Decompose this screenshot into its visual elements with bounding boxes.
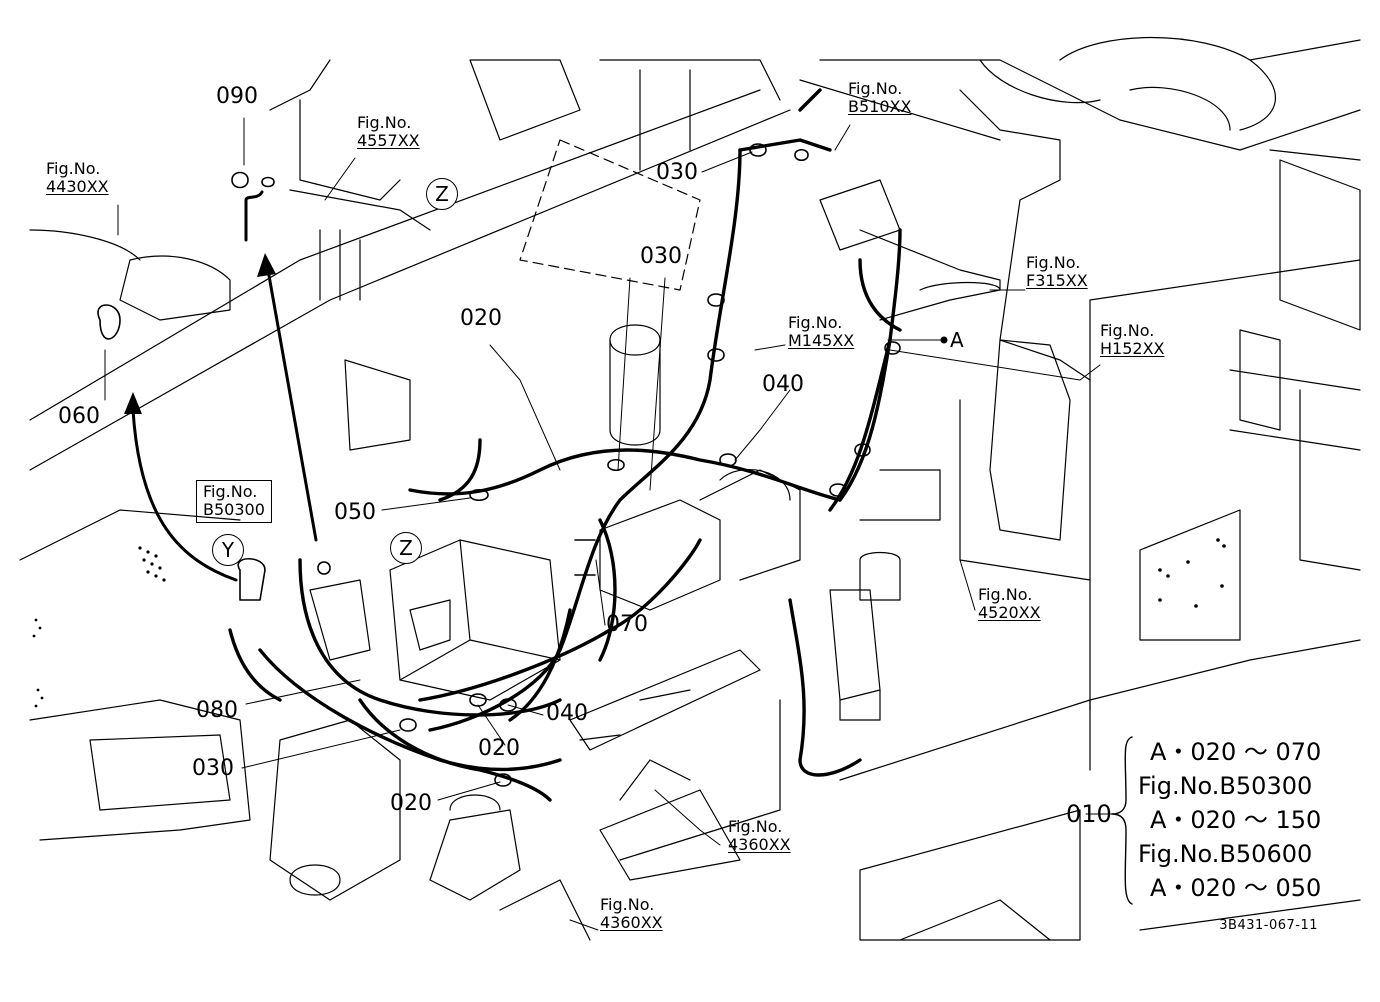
fig-ref-number: H152XX: [1100, 339, 1165, 359]
fig-ref-h152xx: Fig.No. H152XX: [1100, 321, 1165, 359]
fig-ref-m145xx: Fig.No. M145XX: [788, 313, 855, 351]
arrow-head-090: [257, 253, 276, 277]
fig-ref-number: 4520XX: [978, 603, 1041, 623]
clamps: [97, 143, 901, 787]
part-label-080: 080: [196, 698, 238, 723]
part-label-040: 040: [546, 701, 588, 726]
fig-ref-number: 4360XX: [728, 835, 791, 855]
part-label-020: 020: [478, 736, 520, 761]
fig-ref-number: B510XX: [848, 97, 912, 117]
part-label-020: 020: [390, 791, 432, 816]
fig-ref-b510xx: Fig.No. B510XX: [848, 79, 912, 117]
frame-outlines: [19, 37, 1361, 941]
fig-ref-4557xx: Fig.No. 4557XX: [357, 113, 420, 151]
fig-ref-caption: Fig.No.: [46, 159, 101, 178]
arrow-head-y: [124, 392, 142, 414]
leader-lines: [104, 117, 1101, 931]
arrows: [131, 190, 318, 582]
fig-ref-caption: Fig.No.: [1026, 253, 1081, 272]
fig-ref-caption: Fig.No.: [600, 895, 655, 914]
part-label-030: 030: [640, 244, 682, 269]
marker-z: Z: [426, 178, 458, 210]
part-label-030: 030: [656, 160, 698, 185]
fig-ref-caption: Fig.No.: [728, 817, 783, 836]
part-label-030: 030: [192, 756, 234, 781]
legend-line: Fig.No.B50600: [1138, 840, 1313, 868]
legend-part-number: 010: [1066, 800, 1112, 828]
fig-ref-4360xx: Fig.No. 4360XX: [600, 895, 663, 933]
fig-ref-4430xx: Fig.No. 4430XX: [46, 159, 109, 197]
legend-brace: [1111, 736, 1133, 905]
fig-ref-4360xx: Fig.No. 4360XX: [728, 817, 791, 855]
fig-ref-4520xx: Fig.No. 4520XX: [978, 585, 1041, 623]
fig-ref-number: 4430XX: [46, 177, 109, 197]
fig-ref-number: B50300: [203, 500, 265, 520]
part-label-020: 020: [460, 306, 502, 331]
fig-ref-f315xx: Fig.No. F315XX: [1026, 253, 1088, 291]
fig-ref-caption: Fig.No.: [203, 482, 258, 501]
part-label-070: 070: [606, 612, 648, 637]
fig-ref-b50300: Fig.No. B50300: [196, 480, 272, 523]
fig-ref-number: M145XX: [788, 331, 855, 351]
hatch-patterns: [32, 538, 1226, 708]
part-label-060: 060: [58, 404, 100, 429]
drawing-code: 3B431-067-11: [1219, 918, 1318, 933]
wiring-harness: [228, 88, 902, 802]
a-marker-dot: [940, 336, 948, 344]
fig-ref-number: 4360XX: [600, 913, 663, 933]
part-label-050: 050: [334, 500, 376, 525]
legend-line: A・020 ～ 050: [1150, 874, 1322, 902]
fig-ref-number: F315XX: [1026, 271, 1088, 291]
fig-ref-caption: Fig.No.: [1100, 321, 1155, 340]
engine-components: [29, 59, 1001, 901]
part-label-090: 090: [216, 84, 258, 109]
legend-line: A・020 ～ 070: [1150, 738, 1322, 766]
legend: A・020 ～ 070 Fig.No.B50300 A・020 ～ 150 Fi…: [1138, 735, 1338, 905]
fig-ref-caption: Fig.No.: [788, 313, 843, 332]
marker-y: Y: [212, 534, 244, 566]
legend-line: Fig.No.B50300: [1138, 772, 1313, 800]
part-label-040: 040: [762, 372, 804, 397]
legend-line: A・020 ～ 150: [1150, 806, 1322, 834]
fig-ref-number: 4557XX: [357, 131, 420, 151]
fig-ref-caption: Fig.No.: [357, 113, 412, 132]
fig-ref-caption: Fig.No.: [978, 585, 1033, 604]
marker-z: Z: [390, 532, 422, 564]
marker-a: A: [950, 328, 964, 352]
fig-ref-caption: Fig.No.: [848, 79, 903, 98]
